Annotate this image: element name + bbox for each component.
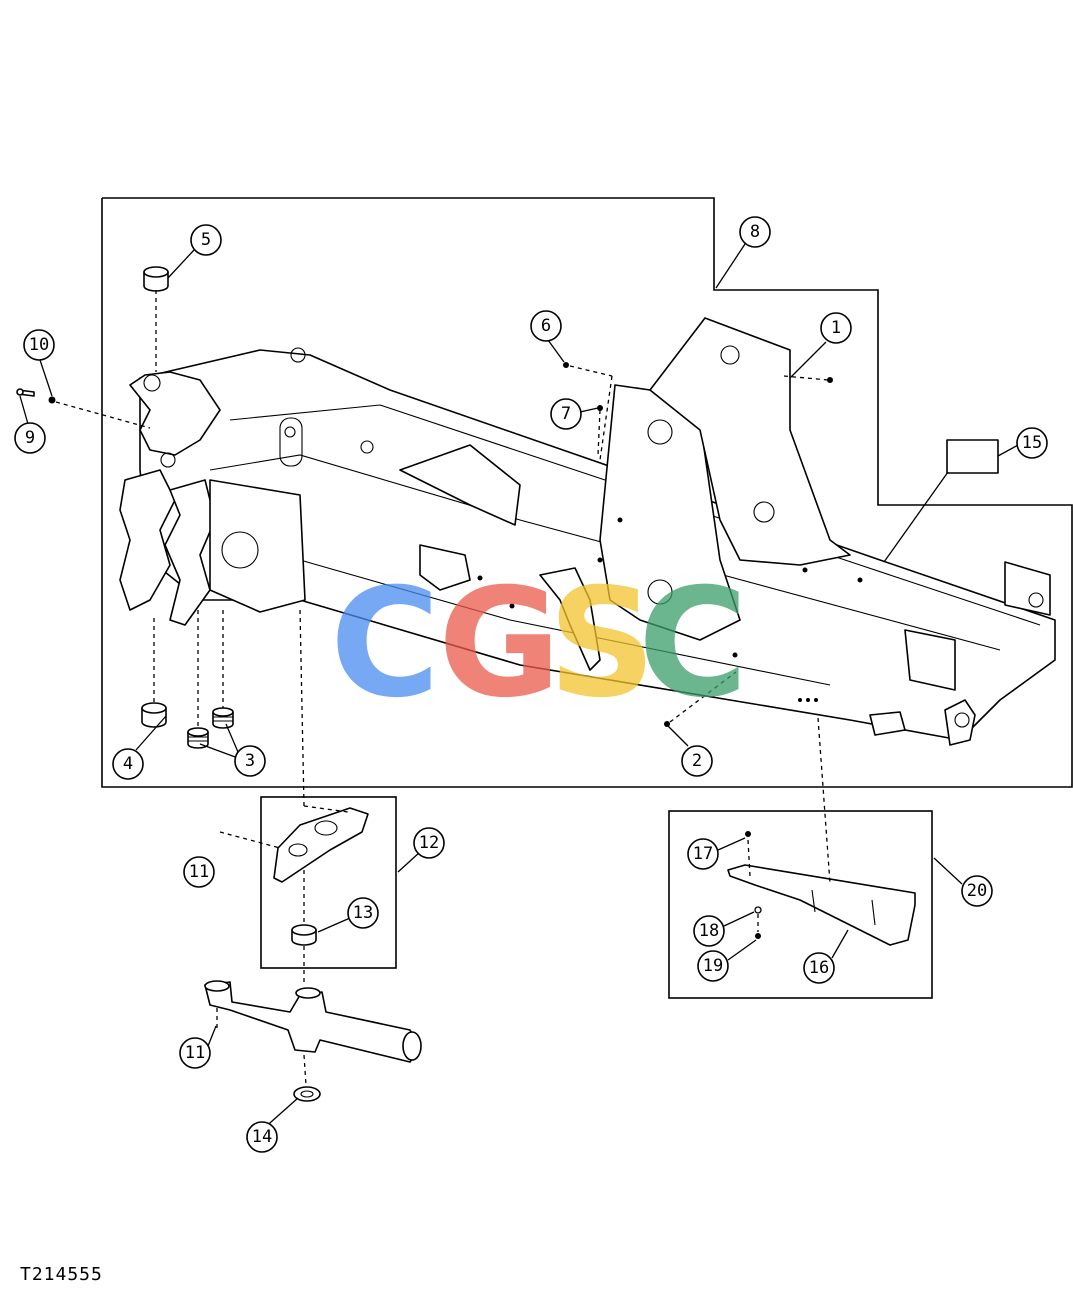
callout-2: 2	[681, 745, 713, 777]
svg-text:3: 3	[245, 751, 255, 771]
callout-15: 15	[1016, 427, 1048, 459]
figure-id-label: T214555	[20, 1264, 103, 1285]
leader-lines	[19, 243, 1021, 1131]
callout-8: 8	[739, 216, 771, 248]
svg-text:20: 20	[967, 881, 987, 901]
watermark-letter-3: S	[548, 557, 656, 731]
bushing-part-5	[143, 266, 169, 292]
callout-14: 14	[246, 1121, 278, 1153]
spring-bushing-part-3	[187, 707, 234, 749]
svg-text:12: 12	[419, 833, 439, 853]
svg-text:6: 6	[541, 316, 551, 336]
assembly-dash-lines	[55, 290, 831, 1086]
svg-text:2: 2	[692, 751, 702, 771]
watermark: C G S C	[330, 557, 748, 731]
assembly-boundary-8	[101, 197, 1073, 788]
axle-arm-part	[204, 980, 422, 1063]
svg-text:10: 10	[29, 335, 49, 355]
callout-11-lower: 11	[179, 1037, 211, 1069]
bolt-part-2	[664, 721, 670, 727]
svg-text:1: 1	[831, 318, 841, 338]
svg-text:5: 5	[201, 230, 211, 250]
svg-text:11: 11	[185, 1043, 205, 1063]
callout-6: 6	[530, 310, 562, 342]
callout-3: 3	[234, 745, 266, 777]
bolt-part-1	[827, 377, 833, 383]
svg-text:15: 15	[1022, 433, 1042, 453]
callout-5: 5	[190, 224, 222, 256]
callout-17: 17	[687, 838, 719, 870]
callout-16: 16	[803, 952, 835, 984]
washer-part-18	[754, 906, 762, 914]
bolt-part-7	[597, 405, 603, 411]
bolt-part-6	[563, 362, 569, 368]
svg-text:18: 18	[699, 921, 719, 941]
callout-12: 12	[413, 827, 445, 859]
bushing-part-4	[141, 702, 167, 728]
callout-18: 18	[693, 915, 725, 947]
svg-text:17: 17	[693, 844, 713, 864]
svg-text:14: 14	[252, 1127, 272, 1147]
svg-text:11: 11	[189, 862, 209, 882]
svg-text:8: 8	[750, 222, 760, 242]
callout-19: 19	[697, 950, 729, 982]
callout-9: 9	[14, 422, 46, 454]
svg-text:13: 13	[353, 903, 373, 923]
callout-11-upper: 11	[183, 856, 215, 888]
svg-text:4: 4	[123, 754, 133, 774]
bracket-part-12	[273, 807, 369, 883]
watermark-letter-1: C	[330, 557, 440, 731]
washer-part-14	[293, 1086, 321, 1102]
subassembly-box-20	[668, 810, 933, 999]
callout-7: 7	[550, 398, 582, 430]
pin-part-9	[16, 388, 35, 397]
svg-text:16: 16	[809, 958, 829, 978]
main-frame-drawing	[119, 317, 1056, 746]
callout-10: 10	[23, 329, 55, 361]
nut-part-10	[48, 396, 56, 404]
callout-4: 4	[112, 748, 144, 780]
watermark-letter-4: C	[638, 557, 748, 731]
svg-text:19: 19	[703, 956, 723, 976]
callout-13: 13	[347, 897, 379, 929]
shield-part-16	[727, 864, 916, 946]
watermark-letter-2: G	[438, 557, 561, 731]
callout-1: 1	[820, 312, 852, 344]
callout-20: 20	[961, 875, 993, 907]
subassembly-box-12	[260, 796, 397, 969]
nut-part-19	[755, 933, 761, 939]
bolt-part-17	[745, 831, 751, 837]
svg-text:9: 9	[25, 428, 35, 448]
bushing-part-13	[291, 924, 317, 946]
label-box-15	[946, 439, 999, 474]
svg-text:7: 7	[561, 404, 571, 424]
